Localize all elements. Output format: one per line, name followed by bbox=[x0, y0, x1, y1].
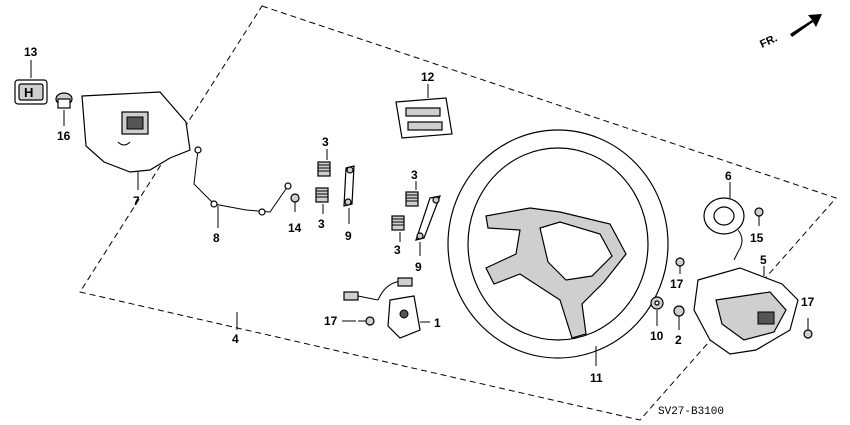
callout-3-top: 3 bbox=[322, 135, 329, 149]
callout-6: 6 bbox=[725, 169, 732, 183]
callout-3-right-top: 3 bbox=[411, 168, 418, 182]
diagram-code: SV27-B3100 bbox=[658, 406, 724, 418]
bolt-left-part bbox=[358, 316, 375, 326]
horn-plate-part bbox=[193, 146, 292, 216]
lower-cover-part bbox=[693, 267, 799, 355]
callout-1: 1 bbox=[434, 316, 441, 330]
callout-3-right: 3 bbox=[394, 243, 401, 257]
callout-10: 10 bbox=[650, 329, 664, 343]
bolt-middle-part bbox=[675, 257, 685, 274]
callout-16: 16 bbox=[57, 129, 71, 143]
callout-2: 2 bbox=[675, 333, 682, 347]
callout-7: 7 bbox=[133, 194, 140, 208]
horn-contact-right-part bbox=[415, 195, 441, 241]
springs-right-part bbox=[391, 191, 419, 231]
callout-17-right: 17 bbox=[801, 295, 815, 309]
clip-part bbox=[55, 92, 73, 109]
direction-label: FR. bbox=[758, 32, 779, 50]
callout-14: 14 bbox=[288, 221, 302, 235]
callout-4: 4 bbox=[232, 332, 239, 346]
assembly-boundary bbox=[79, 5, 837, 421]
callout-17-middle: 17 bbox=[670, 277, 684, 291]
bracket-part bbox=[395, 97, 453, 139]
callout-13: 13 bbox=[24, 45, 38, 59]
cable-reel-part bbox=[703, 197, 745, 261]
callout-3-left: 3 bbox=[318, 217, 325, 231]
screw-15-part bbox=[754, 207, 764, 226]
callout-5: 5 bbox=[760, 253, 767, 267]
horn-contact-left-part bbox=[343, 165, 355, 207]
cruise-switch-part bbox=[343, 277, 421, 339]
bolt-2-part bbox=[673, 305, 685, 330]
steering-wheel-part bbox=[447, 129, 669, 359]
forward-arrow-icon bbox=[790, 14, 822, 37]
callout-17-left: 17 bbox=[324, 314, 338, 328]
callout-8: 8 bbox=[213, 231, 220, 245]
bolt-right-part bbox=[803, 318, 813, 339]
callout-11: 11 bbox=[590, 371, 603, 385]
callout-9-left: 9 bbox=[345, 229, 352, 243]
callout-12: 12 bbox=[421, 70, 435, 84]
callout-9-right: 9 bbox=[415, 260, 422, 274]
screw-part bbox=[290, 193, 300, 212]
horn-pad-cover-part bbox=[81, 91, 191, 173]
nut-part bbox=[650, 296, 664, 310]
emblem-part: H bbox=[14, 79, 48, 105]
callout-15: 15 bbox=[750, 231, 764, 245]
springs-left-part bbox=[315, 161, 331, 203]
svg-text:H: H bbox=[24, 85, 33, 100]
